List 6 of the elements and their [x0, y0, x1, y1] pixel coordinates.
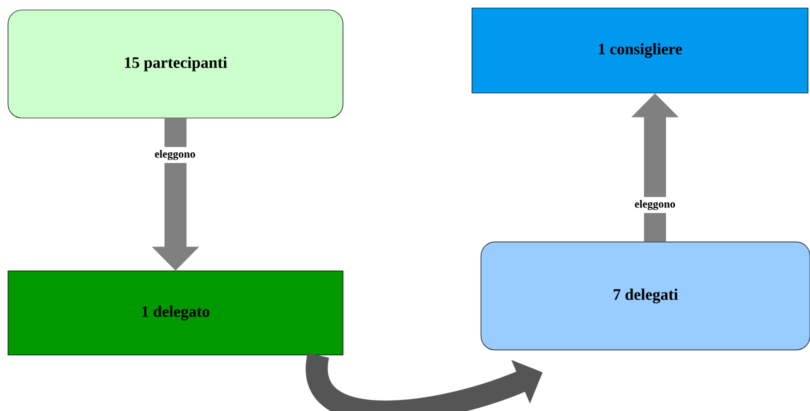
edge-label: eleggono	[152, 146, 198, 164]
process-box: 15 partecipanti	[8, 10, 344, 118]
process-box: 7 delegati	[480, 242, 810, 350]
edge-label: eleggono	[632, 196, 678, 214]
process-box: 1 delegato	[8, 270, 344, 356]
process-box: 1 consigliere	[472, 8, 808, 94]
